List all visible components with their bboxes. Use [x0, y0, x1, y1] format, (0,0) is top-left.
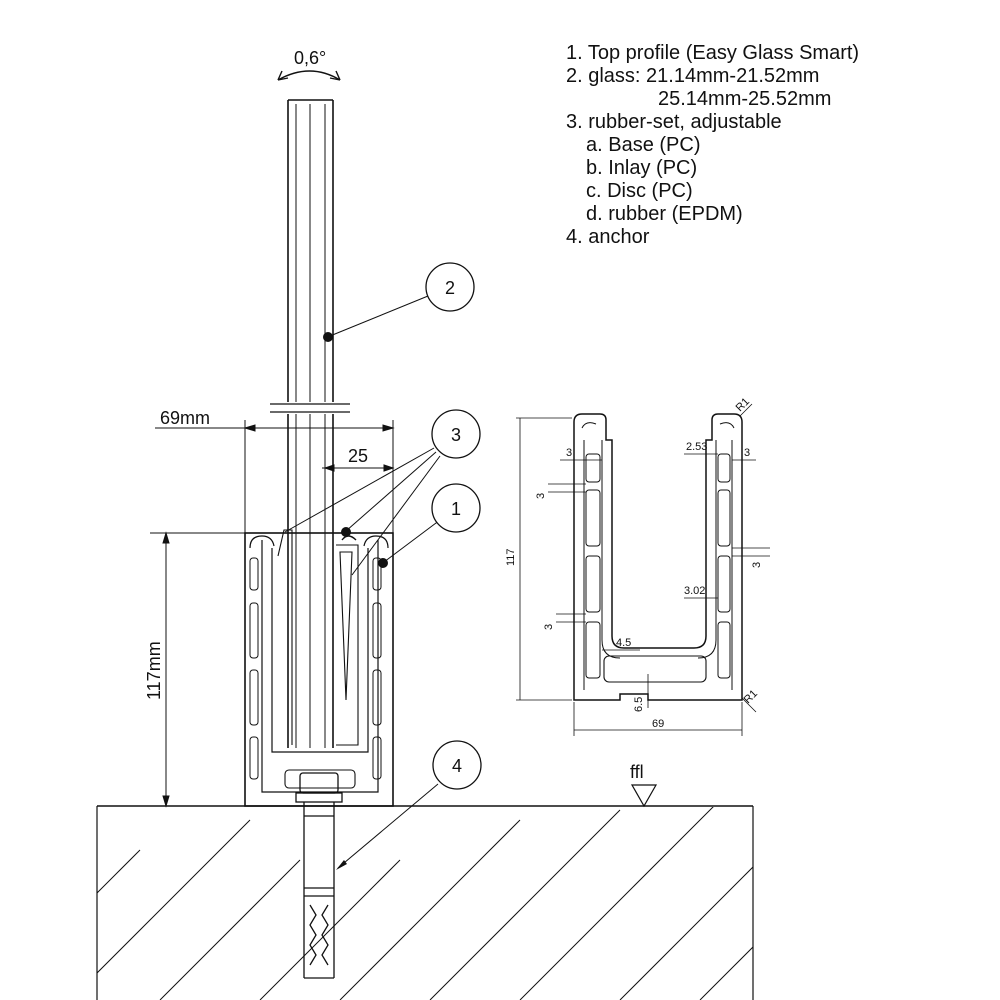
section-base-height: 6.5	[633, 697, 645, 712]
legend-item-4: 4. anchor	[566, 226, 650, 248]
legend: 1. Top profile (Easy Glass Smart) 2. gla…	[566, 42, 859, 249]
section-width-label: 69	[652, 718, 664, 730]
width-label: 69mm	[160, 408, 210, 428]
legend-item-3a: a. Base (PC)	[586, 134, 701, 156]
svg-text:2: 2	[445, 278, 455, 298]
callout-2: 2	[323, 262, 475, 342]
svg-text:ffl: ffl	[630, 762, 644, 782]
legend-item-3b: b. Inlay (PC)	[586, 157, 698, 179]
svg-text:3: 3	[451, 425, 461, 445]
legend-item-2b: 25.14mm-25.52mm	[658, 88, 832, 110]
gap-label: 25	[348, 446, 368, 466]
legend-item-2: 2. glass: 21.14mm-21.52mm	[566, 65, 820, 87]
svg-text:4: 4	[452, 756, 462, 776]
profile-section	[573, 413, 743, 701]
height-dimension	[150, 531, 245, 808]
section-wall-right-low: 3.02	[684, 585, 705, 597]
callout-1: 1	[378, 483, 481, 568]
callout-3: 3	[284, 409, 481, 576]
legend-item-3d: d. rubber (EPDM)	[586, 203, 743, 225]
floor-level-marker: ffl	[630, 762, 658, 808]
concrete-floor	[96, 805, 754, 1000]
anchor	[295, 772, 343, 979]
rubber-set	[277, 529, 359, 746]
callout-4: 4	[336, 740, 482, 870]
section-base-gap: 4.5	[616, 637, 631, 649]
section-wall-left-top: 3	[566, 447, 572, 459]
section-wall-left-low: 3	[543, 624, 555, 630]
height-label: 117mm	[144, 641, 164, 700]
section-wall-right-top-inner: 2.53	[686, 441, 707, 453]
section-height-label: 117	[505, 548, 517, 566]
section-radius-bottom: R1	[742, 688, 760, 706]
width-dimension	[155, 420, 395, 533]
svg-text:1: 1	[451, 499, 461, 519]
section-dimensions	[516, 403, 770, 736]
tilt-angle-label: 0,6°	[294, 48, 326, 68]
legend-item-3c: c. Disc (PC)	[586, 180, 693, 202]
section-wall-right-top: 3	[744, 447, 750, 459]
glass-panel	[270, 99, 350, 748]
section-wall-right-mid: 3	[751, 562, 763, 568]
tilt-arc-icon	[277, 70, 341, 81]
gap-dimension	[322, 450, 395, 540]
top-profile	[244, 532, 394, 807]
section-radius-top: R1	[734, 396, 752, 414]
legend-item-1: 1. Top profile (Easy Glass Smart)	[566, 42, 860, 64]
section-wall-left-mid: 3	[535, 493, 547, 499]
legend-item-3: 3. rubber-set, adjustable	[566, 111, 782, 133]
